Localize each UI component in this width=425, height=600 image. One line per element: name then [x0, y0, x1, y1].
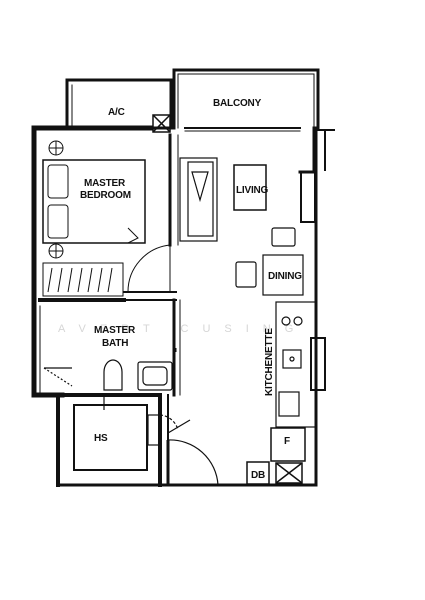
ac-ledge-wall [65, 78, 173, 130]
label-ac: A/C [108, 107, 125, 118]
sofa [179, 157, 218, 242]
label-master-bath-2: BATH [102, 338, 128, 349]
window-right-lower [310, 337, 326, 391]
household-shelter [73, 404, 148, 471]
label-fridge: F [284, 436, 290, 447]
coffee-table [233, 164, 267, 211]
bedroom-door [127, 244, 171, 293]
label-db: DB [251, 470, 265, 481]
service-riser-icon [152, 114, 171, 133]
bath-fixtures [43, 359, 173, 391]
label-kitchenette: KITCHENETTE [264, 328, 275, 396]
label-master-bath-1: MASTER [94, 325, 136, 336]
entrance-door [166, 419, 219, 486]
label-master-bedroom-2: BEDROOM [80, 190, 131, 201]
label-dining: DINING [268, 271, 302, 282]
bed [42, 159, 146, 244]
label-balcony: BALCONY [213, 98, 262, 109]
bedside-lamp-icon [48, 140, 64, 259]
label-living: LIVING [236, 185, 269, 196]
window-right-upper [300, 171, 316, 223]
balcony-wall [172, 68, 320, 130]
bomb-shelter-vent-icon [275, 462, 303, 484]
fridge [270, 427, 306, 462]
dining-set [235, 227, 304, 296]
kitchen-counter [275, 301, 317, 428]
hs-door [103, 395, 179, 446]
watermark-text: AVERT CUSING [58, 323, 307, 335]
distribution-board [246, 461, 270, 485]
label-hs: HS [94, 433, 108, 444]
wardrobe [42, 262, 124, 297]
label-master-bedroom-1: MASTER [84, 178, 126, 189]
